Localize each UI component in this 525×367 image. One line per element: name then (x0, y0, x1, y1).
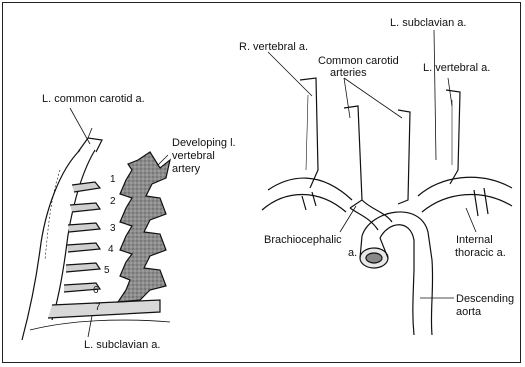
label-l-common-carotid: L. common carotid a. (42, 93, 145, 105)
label-l-subclavian-right: L. subclavian a. (390, 17, 466, 29)
label-r-vertebral: R. vertebral a. (239, 41, 308, 53)
segment-number-2: 2 (110, 197, 116, 207)
label-descending-aorta-line2: aorta (456, 306, 481, 318)
label-brachiocephalic-line1: Brachiocephalic (264, 234, 342, 246)
label-developing-vertebral-line3: artery (172, 163, 200, 175)
label-internal-thoracic-line2: thoracic a. (455, 247, 506, 259)
r-common-carotid-vessel (344, 106, 362, 208)
segment-number-6: 6 (93, 286, 99, 296)
label-l-vertebral: L. vertebral a. (423, 62, 490, 74)
l-common-carotid-vessel (398, 110, 410, 204)
label-descending-aorta-line1: Descending (456, 293, 514, 305)
segment-number-5: 5 (104, 266, 110, 276)
label-l-subclavian-left: L. subclavian a. (84, 339, 160, 351)
label-brachiocephalic-line2: a. (348, 247, 357, 259)
segment-number-4: 4 (108, 245, 114, 255)
r-vertebral-vessel (300, 78, 318, 188)
segment-number-1: 1 (110, 175, 116, 185)
label-common-carotid-line2: arteries (330, 67, 367, 79)
label-developing-vertebral-line2: vertebral (172, 150, 215, 162)
aortic-arch (362, 212, 433, 335)
l-vertebral-vessel (446, 90, 460, 184)
segment-number-7: 7 (95, 303, 101, 313)
segment-number-3: 3 (110, 224, 116, 234)
label-internal-thoracic-line1: Internal (456, 234, 493, 246)
label-common-carotid-line1: Common carotid (318, 55, 399, 67)
label-developing-vertebral-line1: Developing l. (172, 137, 236, 149)
developing-vertebral-artery (118, 152, 170, 302)
